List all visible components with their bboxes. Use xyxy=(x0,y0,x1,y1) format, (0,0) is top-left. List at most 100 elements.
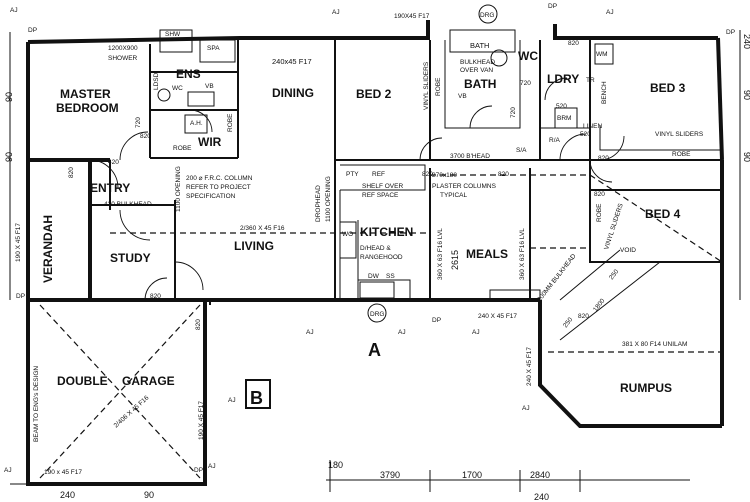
vinyl-sliders-bed3: VINYL SLIDERS xyxy=(655,131,704,138)
robe-bed4: ROBE xyxy=(596,203,603,222)
living-label: LIVING xyxy=(234,239,274,253)
rumpus-label: RUMPUS xyxy=(620,381,672,395)
wir-label: WIR xyxy=(198,135,222,149)
ldsd-note: LDSD xyxy=(153,72,160,90)
b-240: 240 xyxy=(60,490,75,500)
section-markers: A B DRG DRG AJ AJ AJ AJ AJ AJ AJ AJ AJ A… xyxy=(4,3,735,474)
spa-note: SPA xyxy=(207,45,220,52)
size-270-note: 270x180 xyxy=(432,172,457,179)
shelf-note: SHELF OVER xyxy=(362,183,403,190)
wm-note: WM xyxy=(596,51,608,58)
column-note-1: 200 ⌀ F.R.C. COLUMN xyxy=(186,175,253,182)
dim-2615: 2615 xyxy=(450,250,460,270)
section-a: A xyxy=(368,340,381,360)
right-90-a: 90 xyxy=(742,90,750,100)
shelf-note-2: REF SPACE xyxy=(362,192,399,199)
d720-wc: 720 xyxy=(520,80,531,87)
d820-garage: 820 xyxy=(195,319,202,330)
d820-entry: 820 xyxy=(68,167,75,178)
linen-note: LINEN xyxy=(583,123,602,130)
left-90-a: 90 xyxy=(4,92,14,102)
d250-a: 250 xyxy=(562,316,574,329)
sa-label: S/A xyxy=(516,147,527,154)
bench-note: BENCH xyxy=(601,81,608,104)
door-swings xyxy=(89,77,625,301)
wc-ens-note: WC xyxy=(172,85,183,92)
vinyl-sliders-bed2: VINYL SLIDERS xyxy=(423,61,430,110)
dimension-lines xyxy=(9,30,741,492)
pty-note: PTY xyxy=(346,171,359,178)
beam-lines xyxy=(27,174,723,484)
brm-note: BRM xyxy=(557,115,571,122)
ah-note: A.H. xyxy=(190,120,203,127)
d820-rumpus: 820 xyxy=(578,313,589,320)
typical-note: TYPICAL xyxy=(440,192,467,199)
shower-note: SHOWER xyxy=(108,55,138,62)
master-bedroom-label-2: BEDROOM xyxy=(56,101,119,115)
bulkhead-diag: 200MM BULKHEAD xyxy=(536,253,578,304)
beam-rumpus: 240 X 45 F17 xyxy=(526,347,533,386)
aj-9: AJ xyxy=(606,9,614,16)
vb-note: VB xyxy=(458,93,467,100)
ldry-label: LDRY xyxy=(547,72,579,86)
drophead-note: DROPHEAD xyxy=(315,185,322,222)
opening-1: 1100 OPENING xyxy=(175,166,182,212)
d520-a: 520 xyxy=(556,103,567,110)
d720-ens: 720 xyxy=(135,117,142,128)
kitchen-label: KITCHEN xyxy=(360,225,413,239)
d250-b: 250 xyxy=(608,268,620,281)
drg-bottom: DRG xyxy=(370,311,384,318)
dhead-note: D/HEAD & xyxy=(360,245,391,252)
dp-5: DP xyxy=(548,3,557,10)
dp-2: DP xyxy=(432,317,441,324)
unilam-note: 381 X 80 F14 UNILAM xyxy=(622,341,687,348)
bottom-3790: 3790 xyxy=(380,470,400,480)
tr-note: TR xyxy=(586,77,595,84)
interior-walls xyxy=(90,40,722,341)
dp-6: DP xyxy=(16,293,25,300)
plaster-note: PLASTER COLUMNS xyxy=(432,183,497,190)
bulkhead-420: 420 BULKHEAD xyxy=(104,201,152,208)
bottom-2840: 2840 xyxy=(530,470,550,480)
room-labels: MASTER BEDROOM ENS WIR DINING BED 2 BATH… xyxy=(41,41,686,395)
aj-3: AJ xyxy=(472,329,480,336)
bath-label: BATH xyxy=(464,77,496,91)
dimension-labels: 720 720 720 820 820 820 820 820 820 820 … xyxy=(4,34,750,502)
bulkhead-3700: 3700 B'HEAD xyxy=(450,153,490,160)
bath-top-label: BATH xyxy=(470,41,489,50)
d820-ldry: 820 xyxy=(568,40,579,47)
double-label: DOUBLE xyxy=(57,374,108,388)
shw-note: SHW xyxy=(165,31,181,38)
lvl-1: 360 X 63 F16 LVL xyxy=(437,228,444,280)
dp-1: DP xyxy=(28,27,37,34)
robe-bed2: ROBE xyxy=(435,77,442,96)
dp-4: DP xyxy=(726,29,735,36)
beam-190-bottom: 190 x 45 F17 xyxy=(44,469,82,476)
d820-kitchen: 820 xyxy=(422,171,433,178)
d820-meals: 820 xyxy=(498,171,509,178)
annotations: 1200X900 SHOWER SHW SPA 240x45 F17 190X4… xyxy=(15,13,704,476)
dining-label: DINING xyxy=(272,86,314,100)
shower-size: 1200X900 xyxy=(108,45,138,52)
aj-2: AJ xyxy=(398,329,406,336)
master-bedroom-label: MASTER xyxy=(60,87,111,101)
left-beam: 190 X 45 F17 xyxy=(15,223,22,262)
beam-garage: 2/406 X 45 F16 xyxy=(113,394,151,429)
robe-bed3: ROBE xyxy=(672,151,691,158)
beam-top-note: 190X45 F17 xyxy=(394,13,430,20)
verandah-label: VERANDAH xyxy=(41,215,55,283)
wo-note: WO xyxy=(342,231,353,238)
bottom-180: 180 xyxy=(328,460,343,470)
ens-label: ENS xyxy=(176,67,201,81)
d820-study: 820 xyxy=(150,293,161,300)
meals-label: MEALS xyxy=(466,247,508,261)
d820-wir: 820 xyxy=(140,133,151,140)
aj-8: AJ xyxy=(10,7,18,14)
section-b: B xyxy=(250,388,263,408)
opening-2: 1100 OPENING xyxy=(325,176,332,222)
section-b-box xyxy=(245,379,271,409)
right-240: 240 xyxy=(742,34,750,49)
bottom-240: 240 xyxy=(534,492,549,502)
void-label: VOID xyxy=(620,247,636,254)
bulkhead-note: BULKHEAD xyxy=(460,59,495,66)
